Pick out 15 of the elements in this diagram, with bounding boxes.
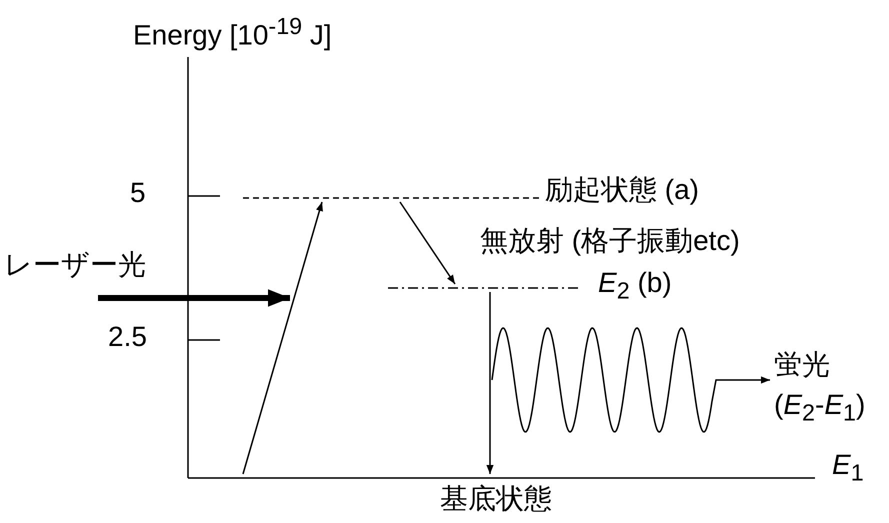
edge-label: 無放射 (格子振動etc)	[480, 226, 740, 257]
level-label: E$_{1}$	[832, 450, 864, 486]
axis-title: Energy [10$^{-19}$ J]	[133, 14, 332, 52]
node-label: 蛍光	[774, 350, 830, 381]
arrow	[399, 202, 456, 284]
tick-label: 5	[130, 178, 146, 209]
text-label: レーザー光	[4, 250, 146, 281]
arrow	[486, 292, 494, 474]
level-label: 基底状態	[440, 484, 552, 515]
node-sublabel: (E$_{2}$-E$_{1}$)	[774, 390, 866, 426]
level-label: E$_{2}$ (b)	[598, 268, 672, 304]
level-label: 励起状態 (a)	[545, 175, 699, 206]
arrow	[242, 202, 323, 474]
tick-label: 2.5	[108, 322, 147, 353]
wave-arrow	[491, 327, 770, 433]
